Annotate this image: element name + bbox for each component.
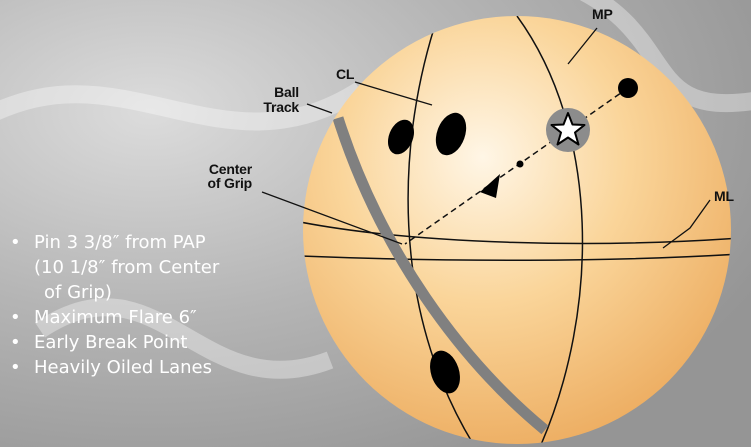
bullet-lanes: Heavily Oiled Lanes — [10, 355, 310, 380]
track-label: Track — [263, 99, 299, 115]
star-icon — [546, 108, 590, 152]
center-label: Center — [208, 161, 252, 177]
center-of-grip-leader — [261, 191, 403, 245]
cl-leader — [354, 81, 433, 106]
ball-label: Ball — [274, 84, 299, 100]
mp-leader — [567, 27, 598, 65]
bullet-pin-distance: Pin 3 3/8″ from PAP — [10, 230, 310, 255]
center-dot — [516, 160, 524, 168]
bowling-ball — [303, 16, 731, 444]
of-grip-label: of Grip — [207, 175, 253, 191]
track-leader — [306, 103, 333, 114]
ball-track — [332, 116, 549, 435]
bullet-pin-distance-cont2: of Grip) — [44, 282, 112, 303]
mp-label: MP — [592, 6, 613, 22]
ml-leader — [662, 199, 711, 249]
mass-bias-dot — [618, 78, 638, 98]
finger-hole-left — [387, 119, 415, 155]
spec-bullet-list: Pin 3 3/8″ from PAP (10 1/8″ from Center… — [10, 230, 310, 380]
bullet-break-point: Early Break Point — [10, 330, 310, 355]
equator-line — [303, 221, 731, 245]
bullet-max-flare: Maximum Flare 6″ — [10, 305, 310, 330]
mp-line — [516, 16, 584, 444]
thumb-hole — [430, 350, 460, 394]
arrow-head-icon — [480, 174, 500, 198]
finger-hole-right — [435, 112, 467, 156]
ml-label: ML — [714, 188, 734, 204]
cl-label: CL — [336, 66, 355, 82]
bullet-pin-distance-cont: (10 1/8″ from Center — [34, 257, 220, 278]
ml-line — [303, 253, 731, 262]
pap-direction-line — [404, 87, 629, 245]
